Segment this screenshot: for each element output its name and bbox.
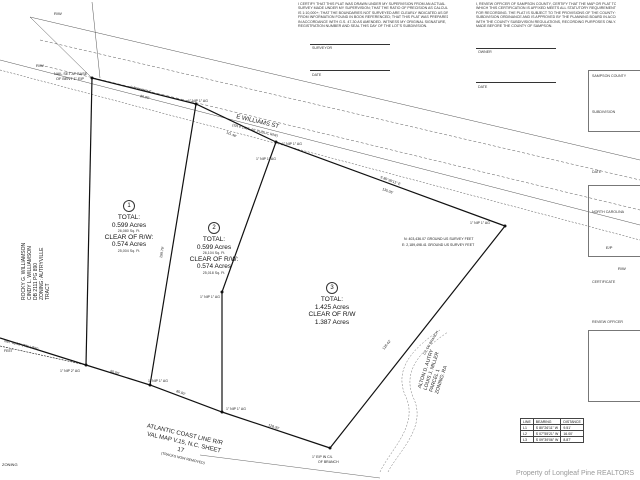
title-certificate: CERTIFICATE bbox=[592, 280, 616, 284]
iron-label-1: 1" NIP 1" AG bbox=[188, 99, 208, 103]
grid-easting: E: 2,189,498.41 GROUND US SURVEY FEET bbox=[402, 243, 475, 247]
svg-text:TRACT: TRACT bbox=[45, 283, 51, 300]
branch-lines bbox=[379, 329, 449, 473]
front-distance-1: 80.00' bbox=[140, 94, 150, 100]
title-review-officer: REVIEW OFFICER bbox=[592, 320, 623, 324]
title-box-1 bbox=[588, 70, 640, 132]
surveyor-signature-label: SURVEYOR bbox=[312, 46, 333, 50]
side-distance-1: 299.79' bbox=[159, 246, 165, 258]
svg-text:CINDY L. WILLIAMSON: CINDY L. WILLIAMSON bbox=[27, 246, 33, 300]
title-box-2 bbox=[588, 185, 640, 257]
owner-signature-line bbox=[476, 48, 556, 49]
front-line bbox=[91, 77, 506, 227]
rear-distance-1: 80.00' bbox=[110, 369, 121, 376]
tract-1-number: 1 bbox=[123, 200, 135, 212]
front-bearing-1: S 80°24'58" E bbox=[130, 85, 153, 94]
bottom-rr-line bbox=[199, 454, 381, 479]
svg-text:DB 2111 PG 890: DB 2111 PG 890 bbox=[33, 263, 39, 300]
iron-label-2: 1" NIP 1" AG bbox=[282, 142, 302, 146]
title-nc: NORTH CAROLINA bbox=[592, 210, 625, 214]
tract-2-label: 2 TOTAL: 0.599 Acres 26,104 Sq. Ft. CLEA… bbox=[186, 222, 242, 276]
rear-distance-2: 80.00' bbox=[176, 389, 187, 396]
front-distance-3: 135.05' bbox=[382, 187, 394, 195]
line-table: LINE BEARING DISTANCE L1 S 80°26'11" W 9… bbox=[520, 418, 584, 443]
review-certification: I, REVIEW OFFICER OF SAMPSON COUNTY, CER… bbox=[476, 2, 616, 29]
williamson-adjoiner: ROCKY G. WILLIAMSON CINDY L. WILLIAMSON … bbox=[21, 242, 51, 300]
surveyor-certification: I CERTIFY THAT THIS PLAT WAS DRAWN UNDER… bbox=[298, 2, 448, 29]
eip-label-1: 1" EIP IN C/L bbox=[312, 455, 333, 459]
iron-pins bbox=[84, 76, 507, 450]
iron-label-6: 1" NIP 2" AG bbox=[60, 369, 80, 373]
tie-line-label: N67°08'00" (TIE LINE) bbox=[4, 339, 39, 351]
owner-date-line bbox=[476, 82, 556, 83]
tract-3-number: 3 bbox=[326, 282, 338, 294]
svg-text:ZONING: AUTRYVILLE: ZONING: AUTRYVILLE bbox=[39, 247, 45, 300]
tract-3-label: 3 TOTAL: 1.425 Acres CLEAR OF R/W 1.387 … bbox=[300, 282, 364, 326]
svg-text:ROCKY G. WILLIAMSON: ROCKY G. WILLIAMSON bbox=[21, 242, 27, 300]
surveyor-date-line bbox=[310, 70, 390, 71]
surveyor-signature-line bbox=[310, 44, 390, 45]
lot-lines bbox=[85, 77, 506, 449]
autry-adjoiner: ALTON D. AUTRY LOUIS J. MILLER PARCEL 1 … bbox=[417, 348, 449, 395]
left-zoning-label: ZONING bbox=[2, 462, 18, 467]
side-distance-2: 128.42' bbox=[382, 339, 392, 351]
front-bearing-2: S 80°26'11" E bbox=[380, 175, 402, 186]
owner-date-label: DATE bbox=[478, 85, 488, 89]
title-subdivision: SUBDIVISION bbox=[592, 110, 616, 114]
road-lines bbox=[0, 1, 640, 241]
watermark: Property of Longleaf Pine REALTORS bbox=[515, 470, 634, 477]
title-date: DATE bbox=[592, 170, 602, 174]
rw-label-right: R/W bbox=[618, 266, 626, 271]
rw-label-lower: R/W bbox=[36, 63, 44, 68]
tract-1-label: 1 TOTAL: 0.599 Acres 26,080 Sq. Ft. CLEA… bbox=[102, 200, 156, 254]
iron-label-4: 1" NIP 1" AG bbox=[470, 221, 490, 225]
front-distance-2: 111.48' bbox=[226, 130, 238, 138]
railroad-label: ATLANTIC COAST LINE R/R VAL MAP V.15, N.… bbox=[146, 423, 224, 465]
svg-text:17: 17 bbox=[177, 447, 185, 454]
iron-label-5: 1" NIP 1" AG bbox=[200, 295, 220, 299]
nail-label-1: NAIL SET AT BASE bbox=[54, 72, 88, 76]
grid-northing: N: 403,436.07 GROUND US SURVEY FEET bbox=[404, 237, 474, 241]
iron-label-8: 1" NIP 1" AG bbox=[226, 407, 246, 411]
iron-label-7: 1" NIP 1" AG bbox=[148, 379, 168, 383]
rw-label-left: R/W bbox=[54, 11, 62, 16]
ep-label-right: E/P bbox=[606, 245, 613, 250]
table-row: L3 S 09°39'06" W 8.87' bbox=[520, 436, 584, 443]
nail-label-2: OF BENT 1" EIP bbox=[56, 77, 85, 81]
rear-distance-3: 128.30' bbox=[268, 423, 280, 430]
iron-label-3: 1" NIP 1" AG bbox=[256, 157, 276, 161]
title-county: SAMPSON COUNTY bbox=[592, 74, 627, 78]
title-box-3 bbox=[588, 330, 640, 402]
eip-label-2: OF BRANCH bbox=[318, 460, 339, 464]
tract-2-number: 2 bbox=[208, 222, 220, 234]
tie-line-feet: FEET bbox=[4, 349, 14, 353]
tie-line bbox=[0, 345, 87, 366]
owner-signature-label: OWNER bbox=[478, 50, 492, 54]
surveyor-date-label: DATE bbox=[312, 73, 322, 77]
